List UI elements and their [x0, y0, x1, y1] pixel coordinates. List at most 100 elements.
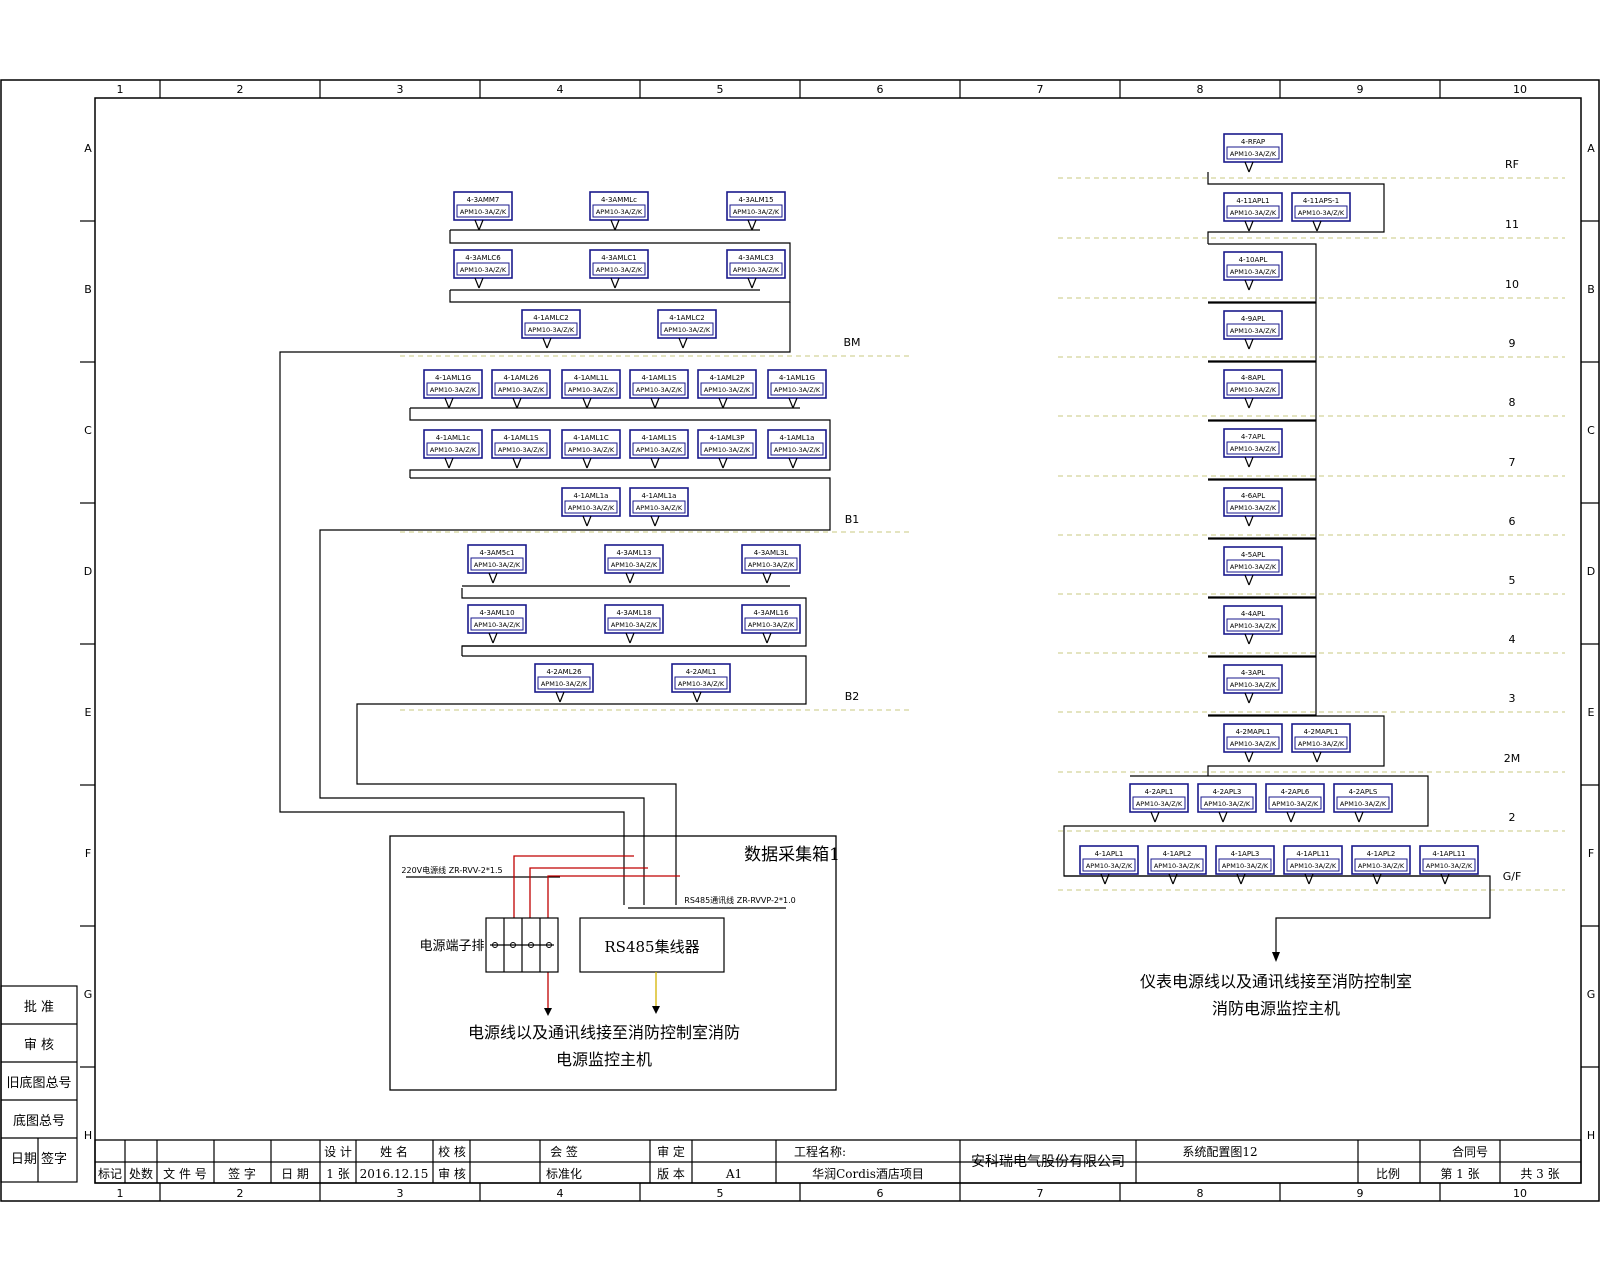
wire	[516, 457, 522, 469]
meter-id: 4-1AML1S	[641, 374, 677, 382]
meter-inner	[674, 676, 728, 690]
meter-model: APM10-3A/Z/K	[1298, 209, 1345, 217]
meter-model: APM10-3A/Z/K	[1230, 445, 1277, 453]
meter-frame	[726, 249, 786, 279]
wire	[448, 397, 454, 409]
meter-frame	[1147, 845, 1207, 875]
column-label-top: 10	[1513, 83, 1527, 96]
wire	[516, 397, 522, 409]
wire	[718, 457, 724, 469]
title-cell: 会 签	[550, 1144, 578, 1159]
wire	[1316, 751, 1322, 763]
meter-inner	[1286, 858, 1340, 872]
meter-frame	[1223, 605, 1283, 635]
right-note-1: 仪表电源线以及通讯线接至消防控制室	[1140, 972, 1412, 991]
title-cell: 华润Cordis酒店项目	[812, 1167, 924, 1181]
wire	[586, 515, 592, 527]
meter-inner	[1226, 677, 1280, 691]
wire	[1248, 751, 1254, 763]
title-cell: 设 计	[324, 1145, 352, 1159]
outer-border	[0, 79, 1600, 1202]
meter-model: APM10-3A/Z/K	[678, 680, 725, 688]
title-cell: 标记	[98, 1167, 122, 1181]
meter-inner	[1218, 858, 1272, 872]
wire	[512, 397, 518, 409]
wire	[1150, 811, 1156, 823]
wire	[1290, 811, 1296, 823]
wire	[1244, 751, 1250, 763]
wire	[492, 572, 498, 584]
floor-label: 6	[1509, 515, 1516, 528]
meter-model: APM10-3A/Z/K	[1154, 862, 1201, 870]
meter-model: APM10-3A/Z/K	[528, 326, 575, 334]
wire	[1208, 243, 1317, 303]
wire	[788, 457, 794, 469]
collector-note-2: 电源监控主机	[556, 1050, 652, 1069]
title-cell: 标准化	[546, 1167, 582, 1181]
wire	[1312, 220, 1318, 232]
wire	[1244, 515, 1250, 527]
floor-label: RF	[1505, 158, 1519, 171]
meter-model: APM10-3A/Z/K	[636, 504, 683, 512]
wire	[1244, 279, 1250, 291]
meter-model: APM10-3A/Z/K	[1230, 563, 1277, 571]
meter-frame	[767, 369, 827, 399]
wire	[474, 277, 480, 289]
meter-model: APM10-3A/Z/K	[733, 208, 780, 216]
wire	[762, 572, 768, 584]
meter-model: APM10-3A/Z/K	[596, 208, 643, 216]
wire	[1312, 751, 1318, 763]
meter-inner	[1200, 796, 1254, 810]
meter-inner	[456, 262, 510, 276]
meter-model: APM10-3A/Z/K	[568, 446, 615, 454]
meter-inner	[770, 442, 824, 456]
meter-model: APM10-3A/Z/K	[460, 208, 507, 216]
wire	[610, 277, 616, 289]
title-cell: 校 核	[438, 1144, 466, 1159]
wire	[279, 302, 791, 905]
meter-model: APM10-3A/Z/K	[611, 561, 658, 569]
meter-inner	[770, 382, 824, 396]
wire	[629, 632, 635, 644]
wire	[629, 572, 635, 584]
meter-inner	[564, 442, 618, 456]
meter-model: APM10-3A/Z/K	[1340, 800, 1387, 808]
arrow-gf	[1272, 952, 1280, 962]
wire	[1248, 279, 1254, 291]
floor-label-b1: B1	[845, 513, 860, 526]
meter-id: 4-1AML2P	[710, 374, 745, 382]
meter-inner	[1336, 796, 1390, 810]
meter-id: 4-1AMLC2	[669, 314, 705, 322]
row-label-left: D	[84, 565, 92, 578]
wire	[1286, 811, 1292, 823]
collector-note-1: 电源线以及通讯线接至消防控制室消防	[468, 1023, 740, 1042]
meter-id: 4-3AM5c1	[479, 549, 514, 557]
column-label-bottom: 8	[1197, 1187, 1204, 1200]
wire	[542, 337, 548, 349]
wire	[474, 219, 480, 231]
meter-inner	[1082, 858, 1136, 872]
title-cell: 2016.12.15	[360, 1167, 429, 1181]
wire	[1208, 361, 1317, 421]
meter-frame	[741, 544, 801, 574]
row-label-left: A	[84, 142, 92, 155]
meter-id: 4-3AML13	[616, 549, 651, 557]
title-cell: 工程名称:	[794, 1144, 846, 1159]
collector-frame	[389, 835, 837, 1091]
meter-inner	[1294, 205, 1348, 219]
meter-inner	[537, 676, 591, 690]
arrow-power	[544, 1008, 552, 1016]
title-cell: 第 1 张	[1440, 1167, 1479, 1181]
